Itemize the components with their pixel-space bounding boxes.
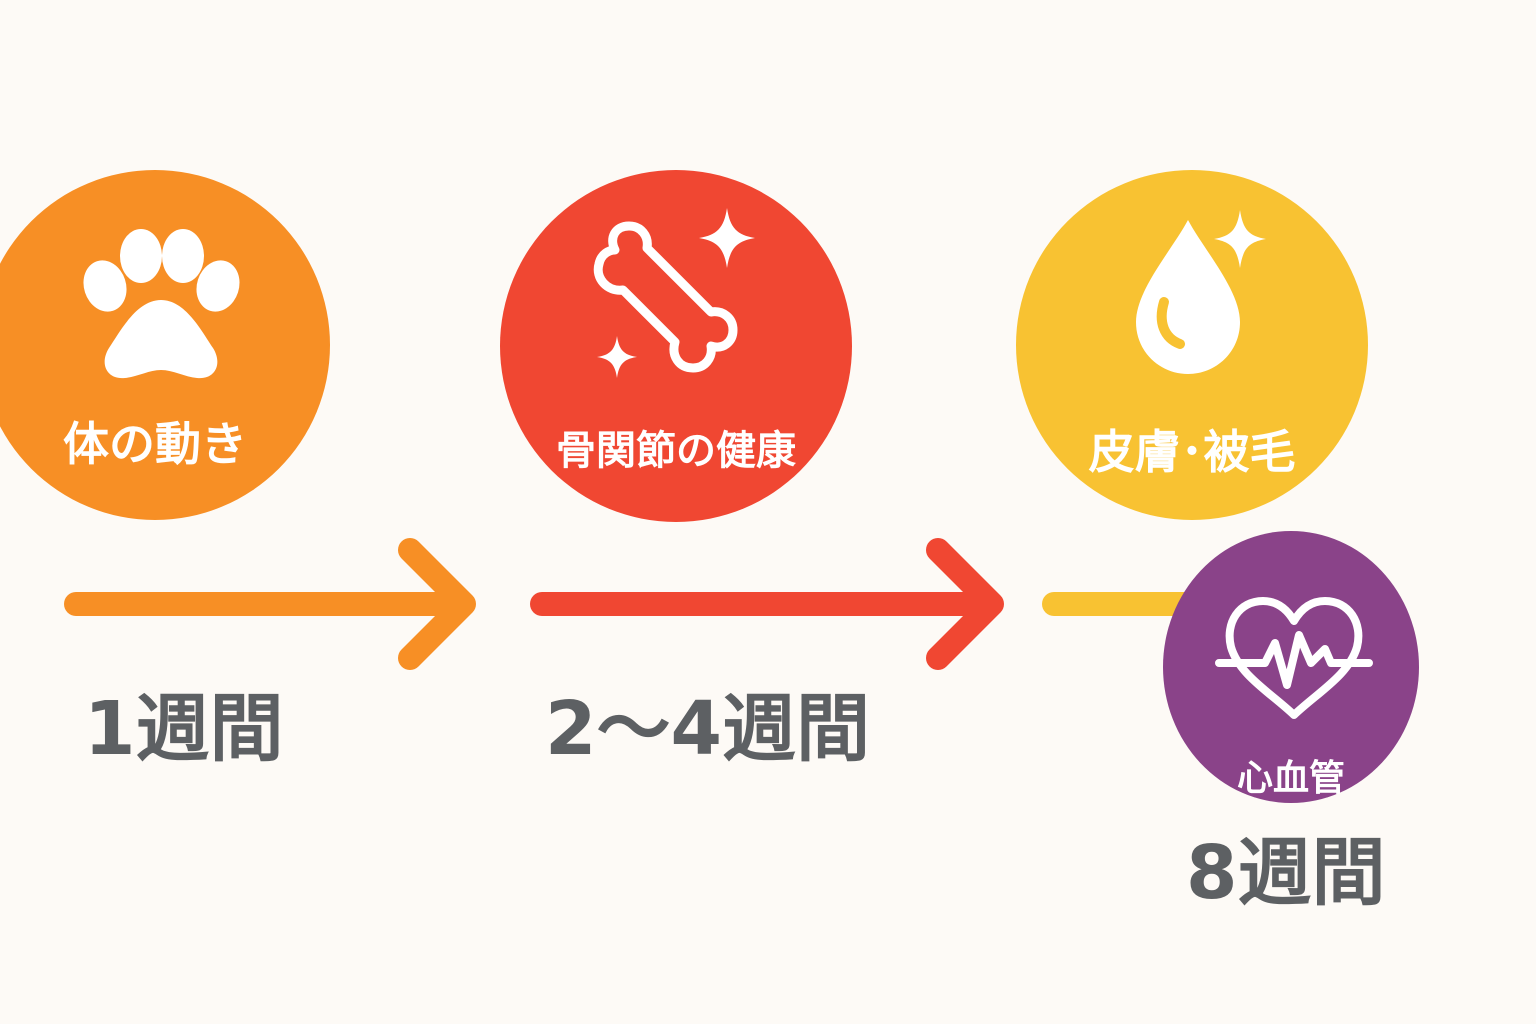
arrow-3 <box>1042 592 1212 616</box>
heart-pulse-icon <box>1215 597 1373 719</box>
period-1-text: 1週間 <box>84 686 284 772</box>
stage-4-circle: 心血管 <box>1163 531 1419 803</box>
period-2-text: 2～4週間 <box>545 686 870 772</box>
paw-icon <box>83 229 240 379</box>
bone-sparkle-icon <box>593 208 755 378</box>
sparkle-icon <box>1214 210 1266 268</box>
sparkle-icon <box>597 336 637 378</box>
stage-2-label: 骨関節の健康 <box>556 428 796 474</box>
stage-4-label: 心血管 <box>1236 758 1345 799</box>
drop-sparkle-icon <box>1136 210 1266 374</box>
stage-2-circle: 骨関節の健康 <box>500 170 852 522</box>
arrow-2 <box>530 538 1004 670</box>
arrow-1 <box>64 538 476 670</box>
stage-3-circle: 皮膚･被毛 <box>1016 170 1368 520</box>
stage-1-circle: 体の動き <box>0 170 330 520</box>
stage-1-label: 体の動き <box>63 417 247 471</box>
period-3-text: 8週間 <box>1186 830 1386 916</box>
sparkle-icon <box>699 208 755 268</box>
stage-3-label: 皮膚･被毛 <box>1088 425 1296 479</box>
